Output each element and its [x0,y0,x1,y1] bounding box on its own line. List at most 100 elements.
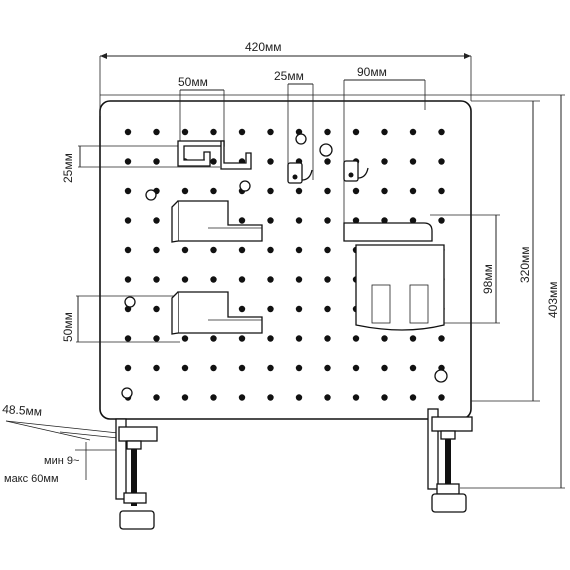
peg-hole [267,217,274,224]
peg-hole [210,276,217,283]
small-hook-label: 25мм [274,69,304,83]
peg-hole [352,187,360,195]
peg-hole [267,187,274,195]
peg-hole [153,276,160,283]
peg-hole [267,364,274,372]
peg-hole [210,158,217,165]
peg-hole [409,217,417,224]
total-height-label: 403мм [546,281,560,318]
peg-hole [124,128,132,136]
peg-hole [153,128,160,136]
peg-hole [438,394,445,401]
peg-hole [352,394,360,401]
peg-hole [324,276,331,283]
peg-hole [124,246,132,254]
peg-hole [324,305,331,313]
peg-hole [295,394,303,401]
width-dimension [99,53,472,116]
peg-hole [381,364,388,372]
peg-hole [238,128,246,136]
clamp-right [427,408,473,513]
width-label: 420мм [245,40,282,54]
peg-hole [295,187,303,195]
small-hook-right [343,160,369,182]
peg-hole [124,364,132,372]
peg-hole [409,128,417,136]
peg-hole [210,246,217,254]
hook-height-label: 25мм [61,153,75,183]
peg-hole [181,276,189,283]
shelf-height-label: 50мм [61,312,75,342]
peg-hole [352,364,360,372]
peg-hole [238,335,246,342]
peg-hole [267,335,274,342]
peg-hole [295,305,303,313]
peg-hole [409,187,417,195]
peg-hole [409,335,417,342]
peg-hole [238,246,246,254]
peg-hole [153,305,160,313]
peg-hole [295,364,303,372]
peg-hole [181,246,189,254]
peg-hole [381,187,388,195]
shelf-lower [171,291,263,335]
peg-hole [438,158,445,165]
peg-hole [238,276,246,283]
shelf-height-dimension [76,295,180,343]
peg-hole [324,128,331,136]
peg-hole [210,394,217,401]
double-hook [177,140,252,170]
board-height-dimension [471,100,540,402]
peg-hole [238,305,246,313]
peg-hole [267,246,274,254]
peg-hole [181,128,189,136]
clamp-min-label: мин 9~ [44,455,79,467]
peg-knobs [121,133,448,399]
peg-hole [324,394,331,401]
peg-hole [153,335,160,342]
peg-hole [438,217,445,224]
total-height-dimension [100,94,565,489]
board-height-label: 320мм [518,246,532,283]
peg-hole [267,158,274,165]
peg-hole [438,128,445,136]
peg-hole [295,217,303,224]
peg-hole [409,394,417,401]
peg-hole [210,128,217,136]
small-hook-left [287,162,313,184]
peg-hole [210,187,217,195]
peg-hole [295,276,303,283]
peg-hole [381,128,388,136]
peg-hole [153,217,160,224]
peg-hole [153,364,160,372]
peg-hole [124,276,132,283]
peg-hole [324,187,331,195]
peg-hole [181,335,189,342]
peg-hole [124,158,132,165]
peg-hole [181,364,189,372]
peg-hole [181,394,189,401]
cup-height-label: 98мм [481,264,495,294]
clamp-left [115,418,158,530]
cup-width-label: 90мм [357,65,387,79]
peg-hole [324,364,331,372]
peg-hole [409,158,417,165]
clamp-depth-label: 48.5мм [2,402,43,419]
peg-hole [352,217,360,224]
peg-hole [238,394,246,401]
peg-hole [324,335,331,342]
peg-hole [438,335,445,342]
peg-hole [153,394,160,401]
clamp-depth-dimension [5,420,119,441]
peg-hole [381,335,388,342]
peg-hole [124,217,132,224]
peg-hole [352,128,360,136]
peg-hole [267,128,274,136]
hook-spacing-dimension [179,89,225,150]
peg-hole [381,158,388,165]
peg-hole [210,335,217,342]
pegboard-panel [99,100,472,420]
peg-hole [124,335,132,342]
peg-hole [324,158,331,165]
